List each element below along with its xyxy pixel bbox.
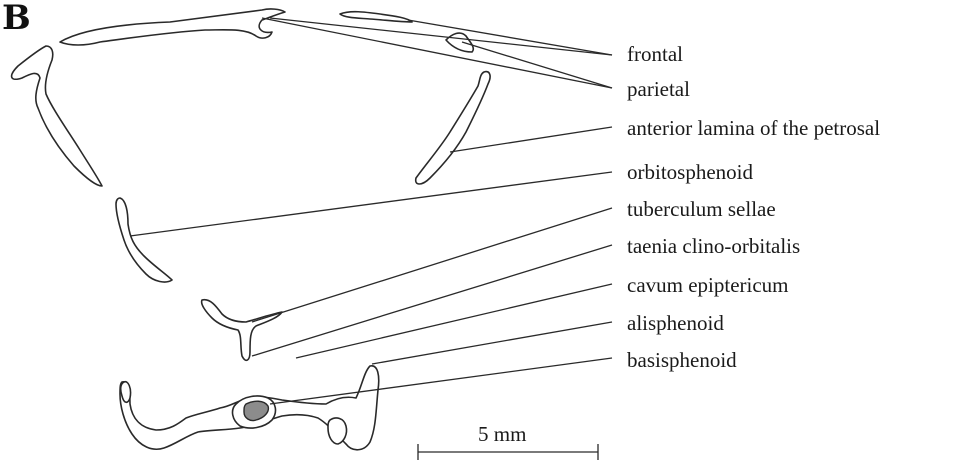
- label-taenia-clino-orbitalis: taenia clino-orbitalis: [627, 236, 800, 257]
- tuberculum-sellae-outline: [202, 300, 282, 361]
- right-fragment: [328, 418, 347, 444]
- leader-parietal: [262, 18, 612, 88]
- label-basisphenoid: basisphenoid: [627, 350, 737, 371]
- label-cavum-epiptericum: cavum epiptericum: [627, 275, 789, 296]
- label-parietal: parietal: [627, 79, 690, 100]
- left-wall-outline: [12, 46, 102, 186]
- parietal-fragment: [446, 33, 473, 52]
- leader-alisphenoid: [372, 322, 612, 364]
- leader-tuberculum-sellae: [252, 208, 612, 322]
- label-anterior-lamina: anterior lamina of the petrosal: [627, 118, 880, 139]
- frontal-fragment: [340, 12, 412, 22]
- leader-anterior-lamina: [450, 127, 612, 152]
- label-alisphenoid: alisphenoid: [627, 313, 724, 334]
- leader-orbitosphenoid: [130, 172, 612, 236]
- scale-bar-label: 5 mm: [478, 424, 526, 445]
- leader-frontal: [270, 18, 612, 55]
- leader-cavum-epiptericum: [296, 284, 612, 358]
- label-orbitosphenoid: orbitosphenoid: [627, 162, 753, 183]
- skull-roof-outline: [60, 9, 285, 45]
- label-frontal: frontal: [627, 44, 683, 65]
- leader-frontal-b: [408, 20, 612, 55]
- leader-basisphenoid: [270, 358, 612, 404]
- anterior-lamina-outline: [416, 72, 490, 184]
- label-tuberculum-sellae: tuberculum sellae: [627, 199, 776, 220]
- leader-taenia-clino-orbitalis: [252, 245, 612, 356]
- orbitosphenoid-outline: [116, 198, 172, 282]
